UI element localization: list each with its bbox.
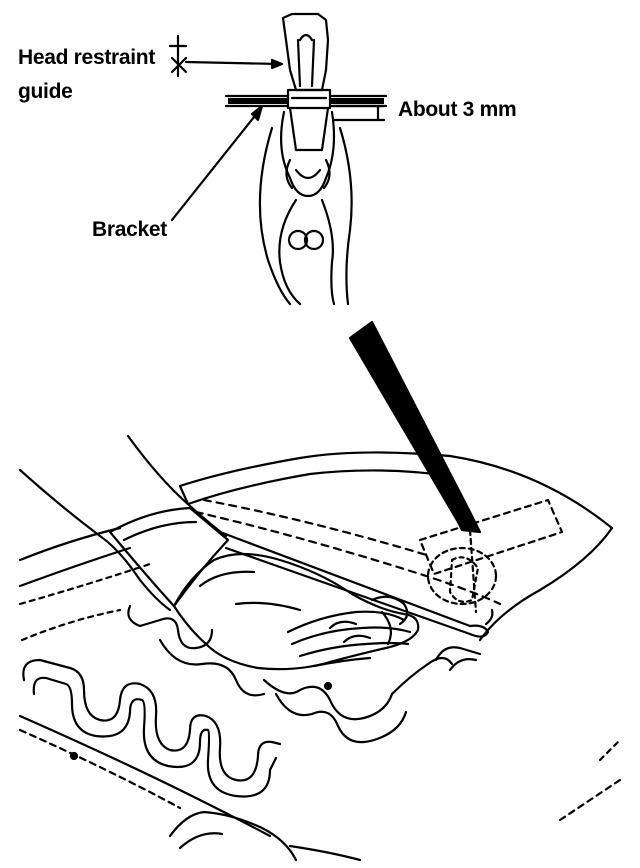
seat-spring: [22, 604, 482, 798]
bracket-label: Bracket: [92, 218, 167, 241]
pliers-detail: [168, 12, 388, 306]
head-restraint-guide-label-line1: Head restraint: [18, 46, 156, 69]
head-restraint-guide-label-line2: guide: [18, 80, 73, 103]
hand: [18, 434, 494, 862]
seat-assembly: [18, 451, 622, 862]
gap-dimension-label: About 3 mm: [398, 98, 517, 121]
pointer-arrow: [348, 320, 482, 534]
